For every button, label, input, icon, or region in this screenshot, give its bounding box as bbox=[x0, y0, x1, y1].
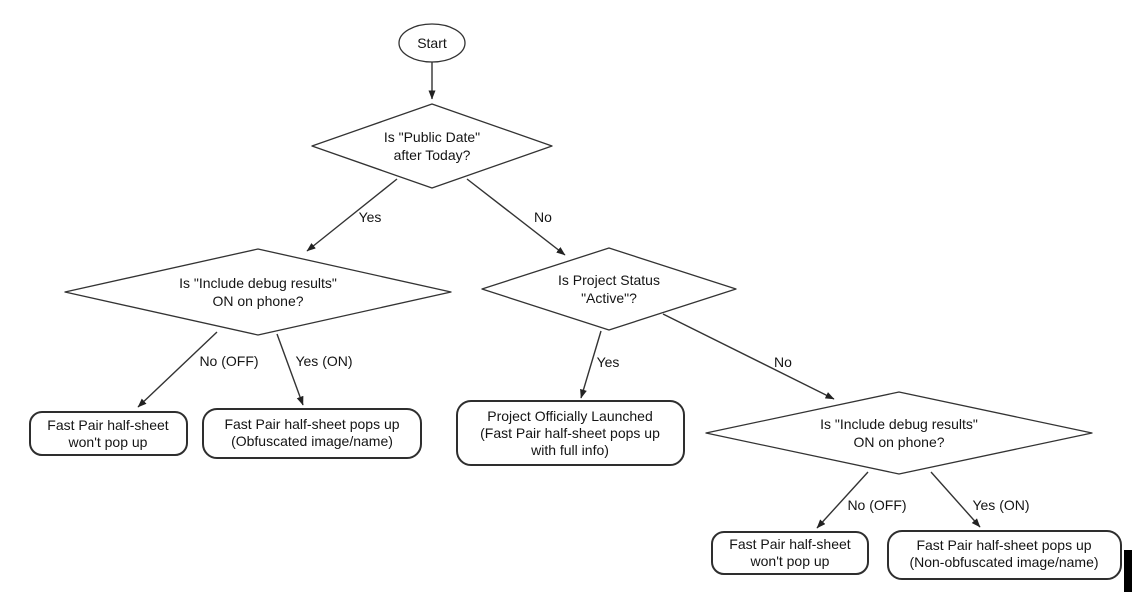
public-date-line-1: Is "Public Date" bbox=[384, 129, 480, 145]
launched-line-3: with full info) bbox=[530, 442, 609, 458]
edge-label-debug-right-yes: Yes (ON) bbox=[972, 497, 1029, 513]
launched-line-2: (Fast Pair half-sheet pops up bbox=[480, 425, 660, 441]
debug-right-line-2: ON on phone? bbox=[853, 434, 944, 450]
node-result-no-popup-left: Fast Pair half-sheet won't pop up bbox=[29, 411, 188, 456]
edge-label-debug-left-no: No (OFF) bbox=[199, 353, 258, 369]
start-ellipse bbox=[398, 23, 466, 63]
edge-debug-right-no bbox=[816, 471, 869, 529]
debug-right-diamond bbox=[705, 391, 1093, 475]
obfuscated-box bbox=[202, 408, 422, 459]
no-popup-left-box bbox=[29, 411, 188, 456]
non-obfuscated-line-2: (Non-obfuscated image/name) bbox=[909, 554, 1098, 570]
start-label: Start bbox=[417, 35, 447, 51]
status-diamond bbox=[481, 247, 737, 331]
edge-debug-left-yes bbox=[276, 333, 304, 406]
edge-label-public-date-no: No bbox=[534, 209, 552, 225]
obfuscated-line-2: (Obfuscated image/name) bbox=[231, 433, 393, 449]
no-popup-left-line-2: won't pop up bbox=[68, 434, 148, 450]
text-cursor-bar bbox=[1124, 550, 1132, 592]
no-popup-right-line-2: won't pop up bbox=[750, 553, 830, 569]
node-result-no-popup-right: Fast Pair half-sheet won't pop up bbox=[711, 531, 869, 575]
edges bbox=[137, 62, 981, 529]
node-q-public-date: Is "Public Date" after Today? bbox=[311, 103, 553, 189]
node-start: Start bbox=[398, 23, 466, 63]
edge-label-debug-left-yes: Yes (ON) bbox=[295, 353, 352, 369]
edge-debug-right-yes bbox=[930, 471, 981, 528]
launched-box bbox=[456, 400, 685, 466]
status-line-2: "Active"? bbox=[581, 290, 637, 306]
debug-left-line-1: Is "Include debug results" bbox=[179, 275, 337, 291]
public-date-line-2: after Today? bbox=[394, 147, 471, 163]
node-result-non-obfuscated: Fast Pair half-sheet pops up (Non-obfusc… bbox=[887, 530, 1122, 580]
node-result-obfuscated: Fast Pair half-sheet pops up (Obfuscated… bbox=[202, 408, 422, 459]
edge-public-date-no bbox=[466, 178, 566, 256]
no-popup-right-line-1: Fast Pair half-sheet bbox=[729, 536, 850, 552]
debug-left-diamond bbox=[64, 248, 452, 336]
no-popup-left-line-1: Fast Pair half-sheet bbox=[47, 417, 168, 433]
edge-label-status-no: No bbox=[774, 354, 792, 370]
edge-label-debug-right-no: No (OFF) bbox=[847, 497, 906, 513]
edge-public-date-yes bbox=[306, 178, 398, 252]
edge-label-status-yes: Yes bbox=[597, 354, 620, 370]
non-obfuscated-line-1: Fast Pair half-sheet pops up bbox=[916, 537, 1091, 553]
node-q-status: Is Project Status "Active"? bbox=[481, 247, 737, 331]
node-result-launched: Project Officially Launched (Fast Pair h… bbox=[456, 400, 685, 466]
public-date-diamond bbox=[311, 103, 553, 189]
node-q-debug-right: Is "Include debug results" ON on phone? bbox=[705, 391, 1093, 475]
edge-label-public-date-yes: Yes bbox=[359, 209, 382, 225]
edge-status-no bbox=[662, 313, 835, 400]
edge-debug-left-no bbox=[137, 331, 218, 408]
non-obfuscated-box bbox=[887, 530, 1122, 580]
edge-labels: Yes No No (OFF) Yes (ON) Yes No No (OFF)… bbox=[199, 209, 1029, 513]
edge-status-yes bbox=[580, 330, 602, 399]
obfuscated-line-1: Fast Pair half-sheet pops up bbox=[224, 416, 399, 432]
no-popup-right-box bbox=[711, 531, 869, 575]
debug-right-line-1: Is "Include debug results" bbox=[820, 416, 978, 432]
launched-line-1: Project Officially Launched bbox=[487, 408, 653, 424]
debug-left-line-2: ON on phone? bbox=[212, 293, 303, 309]
status-line-1: Is Project Status bbox=[558, 272, 660, 288]
node-q-debug-left: Is "Include debug results" ON on phone? bbox=[64, 248, 452, 336]
